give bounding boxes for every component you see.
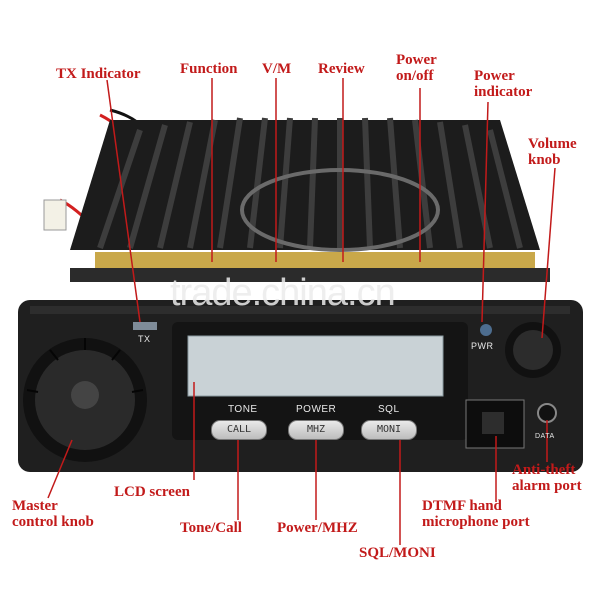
label-volume-knob-line2: knob (528, 152, 561, 168)
tx-led (133, 322, 157, 330)
mhz-button[interactable]: MHZ (288, 420, 344, 440)
watermark-text: trade.china.cn (170, 272, 396, 314)
data-print: DATA (535, 433, 555, 440)
label-power-mhz: Power/MHZ (277, 520, 358, 536)
label-power-indicator-line2: indicator (474, 84, 533, 100)
label-power-indicator: Power indicator (474, 68, 532, 100)
label-power-onoff-line1: Power (396, 52, 437, 68)
call-button[interactable]: CALL (211, 420, 267, 440)
lcd-screen (187, 335, 444, 397)
label-power-indicator-line1: Power (474, 68, 515, 84)
data-jack (537, 403, 557, 423)
label-function: Function (180, 61, 238, 77)
label-sql-moni: SQL/MONI (359, 545, 436, 561)
tone-print: TONE (228, 404, 258, 415)
label-volume-knob: Volume knob (528, 136, 577, 168)
label-master-control: Master control knob (12, 498, 94, 530)
sql-print: SQL (378, 404, 400, 415)
label-master-control-line2: control knob (12, 514, 94, 530)
power-print: POWER (296, 404, 337, 415)
label-vm: V/M (262, 61, 292, 77)
heatsink-base (70, 120, 540, 250)
label-anti-theft-line1: Anti-theft (512, 462, 576, 478)
power-connector (43, 199, 67, 231)
label-review: Review (318, 61, 365, 77)
label-dtmf-line2: microphone port (422, 514, 530, 530)
label-anti-theft-line2: alarm port (512, 478, 582, 494)
tx-print: TX (138, 334, 151, 344)
label-power-onoff: Power on/off (396, 52, 437, 84)
label-lcd-screen: LCD screen (114, 484, 190, 500)
label-tone-call: Tone/Call (180, 520, 242, 536)
label-master-control-line1: Master (12, 498, 58, 514)
label-dtmf: DTMF hand microphone port (422, 498, 530, 530)
power-led (480, 324, 492, 336)
pwr-print: PWR (471, 341, 494, 351)
heatsink-emblem (240, 168, 440, 252)
label-volume-knob-line1: Volume (528, 136, 577, 152)
label-tx-indicator: TX Indicator (56, 66, 141, 82)
moni-button[interactable]: MONI (361, 420, 417, 440)
leader-lines (47, 78, 556, 545)
label-dtmf-line1: DTMF hand (422, 498, 502, 514)
label-strip (95, 252, 535, 268)
label-power-onoff-line2: on/off (396, 68, 434, 84)
label-anti-theft: Anti-theft alarm port (512, 462, 582, 494)
